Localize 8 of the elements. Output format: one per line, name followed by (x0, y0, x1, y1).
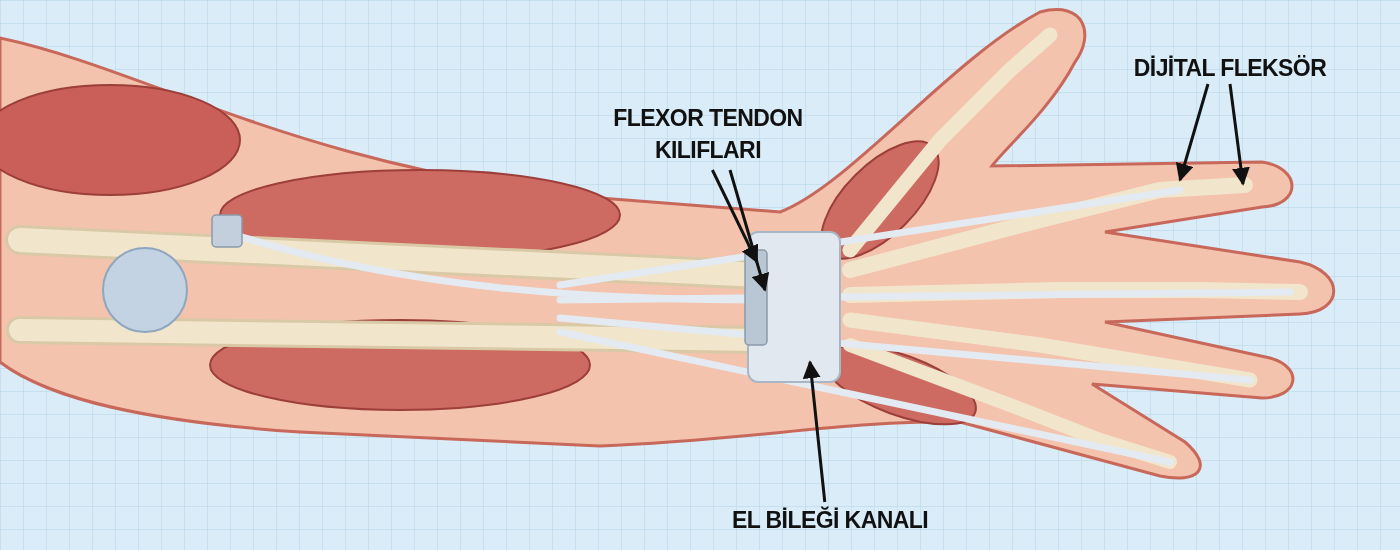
arrow (802, 360, 827, 503)
arrow (1228, 83, 1250, 186)
arrow (711, 169, 759, 264)
arrow (728, 169, 770, 292)
callout-label: DİJİTAL FLEKSÖR (1133, 53, 1327, 83)
callout-label: EL BİLEĞİ KANALI (731, 505, 929, 535)
callout-label: FLEXOR TENDON KILIFLARI (612, 103, 804, 165)
arrow (1175, 83, 1210, 182)
